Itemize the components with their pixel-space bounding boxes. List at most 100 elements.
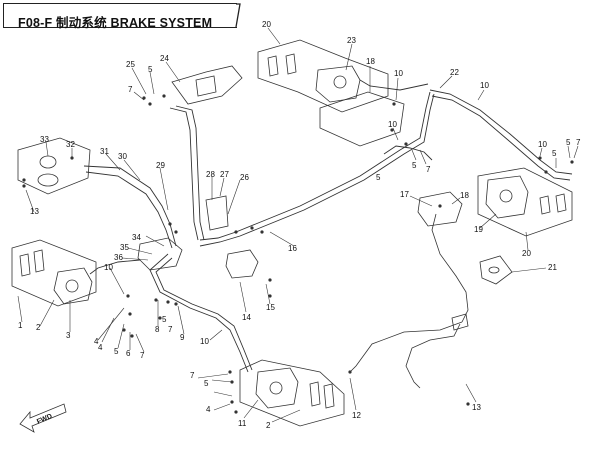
callout-30: 30 [118, 152, 127, 161]
callout-23: 23 [347, 36, 356, 45]
diagram-title: F08-F 制动系统 BRAKE SYSTEM [18, 16, 213, 30]
callout-34: 34 [132, 233, 141, 242]
component-outlines [11, 39, 573, 433]
callout-10-d: 10 [538, 140, 547, 149]
callout-7-a: 7 [426, 165, 431, 174]
callout-7-c: 7 [128, 85, 133, 94]
callout-31: 31 [100, 147, 109, 156]
front-left-disc-slots [19, 249, 45, 277]
callout-20-top: 20 [262, 20, 271, 29]
callout-7-d: 7 [140, 351, 145, 360]
leader-lines [17, 27, 579, 423]
callout-4-b: 4 [98, 343, 103, 352]
callout-10-a: 10 [394, 69, 403, 78]
callout-5-h: 5 [204, 379, 209, 388]
callout-25: 25 [126, 60, 135, 69]
title-box-corner [235, 3, 241, 28]
callout-19: 19 [474, 225, 483, 234]
callout-17: 17 [400, 190, 409, 199]
callout-35: 35 [120, 243, 129, 252]
front-left-caliper [53, 267, 93, 305]
line-mid-fitting [383, 145, 433, 161]
callout-29: 29 [156, 161, 165, 170]
rear-right-disc-plate [257, 39, 389, 113]
callout-3: 3 [66, 331, 71, 340]
callout-10-f: 10 [200, 337, 209, 346]
callout-labels: 20 23 18 10 22 10 10 5 7 5 10 5 5 7 24 2… [18, 20, 581, 430]
callout-10-e: 10 [104, 263, 113, 272]
callout-5-g: 5 [162, 315, 167, 324]
callout-4-a: 4 [94, 337, 99, 346]
front-right-caliper [255, 367, 299, 409]
title-box: F08-F 制动系统 BRAKE SYSTEM [3, 3, 237, 30]
line-master-a [83, 165, 177, 247]
callout-7-f: 7 [190, 371, 195, 380]
callout-12: 12 [352, 411, 361, 420]
cable-upper [431, 213, 469, 323]
rear-right-caliper [315, 65, 361, 103]
callout-27: 27 [220, 170, 229, 179]
callout-8: 8 [155, 325, 160, 334]
callout-4-c: 4 [206, 405, 211, 414]
mid-bracket-outline [319, 91, 405, 147]
front-right-disc-slots [309, 381, 335, 409]
line-vertical-a [169, 107, 199, 241]
callout-15: 15 [266, 303, 275, 312]
callout-18-right: 18 [460, 191, 469, 200]
callout-20-right: 20 [522, 249, 531, 258]
callout-11: 11 [238, 419, 247, 428]
callout-16: 16 [288, 244, 297, 253]
line-master-b [85, 171, 173, 249]
callout-36: 36 [114, 253, 123, 262]
callout-5-b: 5 [376, 173, 381, 182]
rear-left-disc-plate [477, 167, 573, 237]
callout-2-bottom: 2 [266, 421, 271, 430]
cable-junction [451, 313, 469, 331]
callout-1: 1 [18, 321, 23, 330]
line-rear-a [199, 91, 431, 241]
callout-14: 14 [242, 313, 251, 322]
callout-5-e: 5 [148, 65, 153, 74]
front-left-disc-plate [11, 239, 97, 307]
callout-26: 26 [240, 173, 249, 182]
line-front-right-a [149, 253, 249, 373]
callout-13-left: 13 [30, 207, 39, 216]
master-cylinder-outline [17, 137, 91, 195]
line-rear-left [359, 79, 429, 91]
rear-left-disc-slots [539, 193, 567, 215]
parking-brake-cable [349, 213, 469, 389]
callout-5-c: 5 [552, 149, 557, 158]
callout-7-b: 7 [576, 138, 581, 147]
callout-10-b: 10 [480, 81, 489, 90]
top-bracket [171, 65, 243, 105]
rear-master-cylinder [417, 191, 463, 227]
fwd-arrow-shape [19, 403, 67, 433]
brake-pad [479, 255, 513, 285]
callout-28: 28 [206, 170, 215, 179]
line-front-right-b [155, 257, 253, 371]
callout-7-e: 7 [168, 325, 173, 334]
brake-lines [83, 79, 573, 373]
cable-right [405, 323, 461, 389]
callout-9: 9 [180, 333, 185, 342]
callout-33: 33 [40, 135, 49, 144]
callout-5-d: 5 [566, 138, 571, 147]
callout-18-top: 18 [366, 57, 375, 66]
distribution-valve [137, 237, 183, 271]
line-vertical-b [175, 105, 205, 241]
line-front-left [89, 259, 141, 275]
callout-24: 24 [160, 54, 169, 63]
callout-21: 21 [548, 263, 557, 272]
callout-32: 32 [66, 140, 75, 149]
front-right-disc-plate [239, 359, 345, 427]
callout-6: 6 [126, 349, 131, 358]
callout-2-left: 2 [36, 323, 41, 332]
callout-5-f: 5 [114, 347, 119, 356]
line-rear-b [199, 93, 435, 247]
callout-22: 22 [450, 68, 459, 77]
callout-10-c: 10 [388, 120, 397, 129]
line-rear-right-b [431, 95, 571, 181]
cable-left [349, 321, 463, 373]
rear-left-caliper [485, 175, 529, 219]
